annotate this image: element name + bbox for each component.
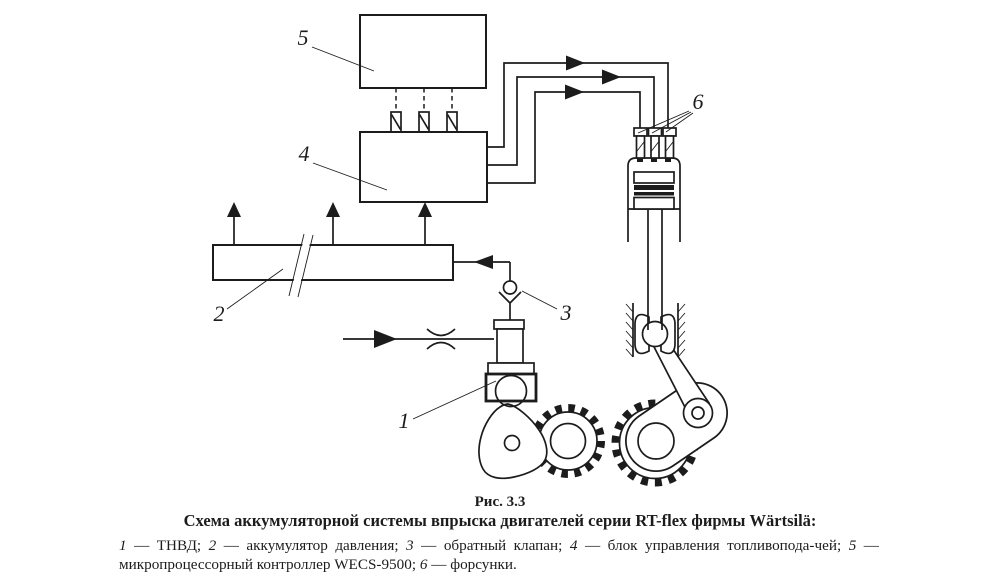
pump-flange [487,362,535,375]
legend-num: 3 [406,537,414,554]
flow-arrow-icon [566,55,585,71]
gear-train [478,332,728,487]
fuel-cam [478,403,548,480]
flow-arrow-icon [374,330,397,348]
legend-text: — микропроцессорный контроллер WECS-9500… [119,537,879,573]
plunger-cap [493,319,525,330]
pump-to-rail-line [453,255,522,320]
label-pump: 1 [399,408,410,433]
connector-icon [390,111,458,133]
label-accumulator: 2 [214,301,225,326]
piston-ring [634,192,674,196]
legend-num: 6 [419,555,428,573]
legend-text: — ТНВД; [126,537,209,554]
injectors [633,127,677,159]
engine-cylinder [627,157,681,330]
flow-arrow-icon [418,202,432,217]
legend-num: 5 [848,537,857,554]
fuel-inlet-line [343,328,494,350]
callouts: 5 4 2 3 1 6 [214,25,704,433]
guide-hatching [625,303,686,358]
label-check-valve: 3 [560,300,572,325]
signal-lines [390,88,458,133]
flow-arrow-icon [227,202,241,217]
crosshead-pin [641,320,669,348]
cam-roller [494,374,528,408]
figure-legend: 1 — ТНВД; 2 — аккумулятор давления; 3 — … [119,537,879,574]
pipe-break-icon [288,233,314,298]
pump-body [484,372,538,403]
throttle-icon [426,328,456,350]
legend-num: 2 [208,537,217,554]
legend-num: 4 [569,537,578,554]
fuel-pump [484,319,538,408]
legend-text: — аккумулятор давления; [216,537,407,554]
legend-text: — блок управления топливопода-чей; [577,537,849,554]
piston-rod [647,209,663,330]
check-valve-symbol [498,280,522,305]
controller-box [359,14,487,89]
flow-arrow-icon [602,69,621,85]
label-control-block: 4 [299,141,310,166]
plunger-barrel [496,328,524,364]
legend-num: 1 [119,537,127,554]
flow-arrow-icon [474,255,493,269]
control-block-box [359,131,488,203]
figure-title: Схема аккумуляторной системы впрыска дви… [183,511,817,530]
piston-ring [634,185,674,190]
figure-number: Рис. 3.3 [474,494,526,510]
label-injectors: 6 [693,89,704,114]
crosshead [625,303,686,358]
flow-arrow-icon [326,202,340,217]
legend-text: — обратный клапан; [413,537,570,554]
legend-text: — форсунки. [427,555,517,573]
label-controller: 5 [298,25,309,50]
injector-pipes [487,55,669,184]
flow-arrow-icon [565,84,584,100]
crankshaft-bore [637,422,675,460]
accumulator-rail [212,202,454,298]
schematic-diagram: 5 4 2 3 1 6 [212,14,728,487]
